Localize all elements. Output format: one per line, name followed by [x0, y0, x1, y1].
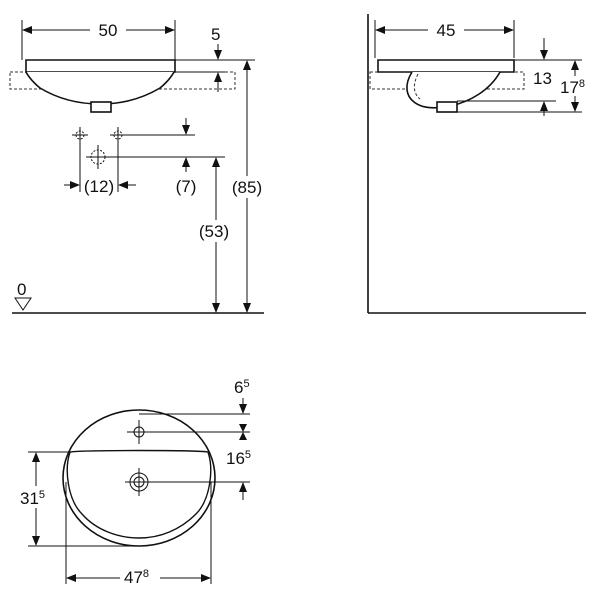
arrow-left-icon: [66, 574, 76, 582]
top-tap-hole-marker: [127, 420, 151, 444]
arrow-down-icon: [243, 303, 251, 313]
front-total-height-label: (85): [232, 178, 262, 197]
top-waste-outlet-marker: [125, 468, 153, 496]
arrow-right-icon: [70, 181, 80, 189]
front-rim-label: 5: [211, 25, 220, 44]
arrow-up-icon: [239, 482, 247, 492]
side-total-height-label: 178: [560, 78, 585, 97]
side-bowl-depth-label: 13: [533, 69, 552, 88]
top-bowl-outline: [66, 449, 212, 539]
arrow-up-icon: [243, 60, 251, 70]
top-width-main: 47: [124, 568, 143, 587]
arrow-right-icon: [504, 26, 514, 34]
arrow-down-icon: [182, 125, 190, 135]
top-width-sup: 8: [143, 568, 149, 580]
arrow-down-icon: [540, 50, 548, 60]
top-tap-offset-label: 65: [234, 378, 250, 397]
side-basin-outline: [377, 59, 515, 113]
arrow-up-icon: [212, 157, 220, 167]
arrow-down-icon: [214, 50, 222, 60]
tap-hole-right-marker: [110, 127, 126, 143]
arrow-up-icon: [32, 452, 40, 462]
front-tap-offset-label: (7): [176, 177, 197, 196]
arrow-down-icon: [571, 102, 579, 112]
arrow-down-icon: [212, 303, 220, 313]
top-waste-offset-main: 16: [226, 449, 245, 468]
level-marker-icon: [14, 297, 32, 311]
arrow-left-icon: [22, 26, 32, 34]
top-depth-main: 31: [20, 489, 39, 508]
top-waste-offset-label: 165: [226, 449, 251, 468]
side-view: 45 13 178: [367, 14, 592, 314]
arrow-up-icon: [239, 432, 247, 440]
side-total-sup: 8: [579, 78, 585, 90]
arrow-up-icon: [571, 60, 579, 70]
floor-level-label: 0: [17, 280, 26, 299]
arrow-down-icon: [32, 536, 40, 546]
top-view: 65 165 315 478: [18, 378, 251, 587]
top-depth-label: 315: [20, 489, 45, 508]
arrow-right-icon: [165, 26, 175, 34]
top-tap-offset-sup: 5: [243, 378, 249, 390]
tap-hole-left-marker: [72, 127, 88, 143]
waste-outlet-marker: [86, 145, 110, 169]
arrow-down-icon: [239, 424, 247, 432]
front-tap-spacing-label: (12): [84, 177, 114, 196]
arrow-left-icon: [375, 26, 385, 34]
arrow-down-icon: [239, 404, 247, 414]
arrow-up-icon: [214, 72, 222, 82]
top-waste-offset-sup: 5: [245, 449, 251, 461]
arrow-up-icon: [182, 157, 190, 167]
top-depth-sup: 5: [39, 489, 45, 501]
arrow-up-icon: [540, 101, 548, 111]
front-width-label: 50: [99, 21, 118, 40]
arrow-left-icon: [118, 181, 128, 189]
front-basin-outline: [25, 59, 176, 113]
side-depth-label: 45: [437, 21, 456, 40]
top-width-label: 478: [124, 568, 149, 587]
front-view: 50 5: [9, 20, 268, 314]
front-waste-height-label: (53): [199, 222, 229, 241]
top-tap-offset-main: 6: [234, 378, 243, 397]
side-total-main: 17: [560, 78, 579, 97]
arrow-right-icon: [201, 574, 211, 582]
